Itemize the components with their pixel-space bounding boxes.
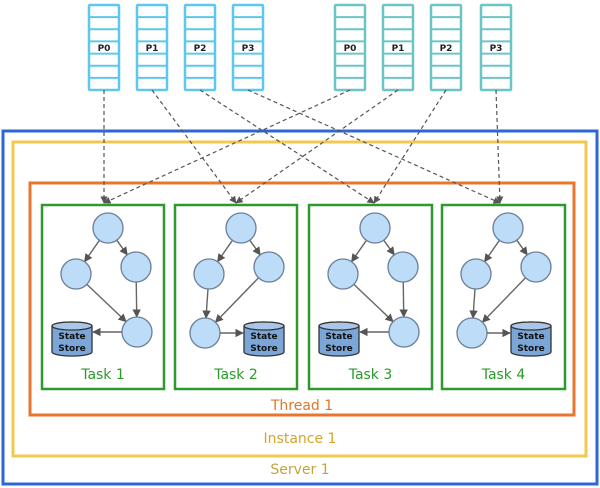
node-left [60, 258, 92, 290]
partition-queue: P1 [135, 3, 169, 92]
partition-label: P2 [440, 44, 453, 54]
topic-2: P0 P1 P2 P3 [333, 3, 513, 92]
partition-to-task-link [235, 89, 399, 204]
partition-to-task-link [103, 89, 351, 204]
store-label-line-1: State [325, 332, 352, 342]
store-label-line-2: Store [250, 344, 278, 354]
store-label-line-2: Store [517, 344, 545, 354]
partition-label: P3 [490, 44, 503, 54]
instance-box [11, 140, 588, 458]
node-bottom [189, 317, 221, 349]
node-right [120, 251, 152, 283]
task-label: Task 2 [213, 367, 258, 383]
thread-box [28, 181, 576, 417]
partition-queue: P2 [429, 3, 463, 92]
thread-label: Thread 1 [270, 398, 333, 414]
node-right [387, 251, 419, 283]
node-right [253, 251, 285, 283]
node-right [520, 251, 552, 283]
partition-queue: P2 [183, 3, 217, 92]
node-bottom [388, 316, 420, 348]
node-bottom [121, 316, 153, 348]
node-bottom [456, 317, 488, 349]
node-top [492, 212, 524, 244]
node-top [359, 212, 391, 244]
store-label-line-1: State [517, 332, 544, 342]
instance-label: Instance 1 [264, 431, 337, 447]
partition-queue: P0 [87, 3, 121, 92]
node-left [460, 258, 492, 290]
partition-to-task-link [151, 89, 237, 204]
node-left [327, 258, 359, 290]
partition-label: P3 [242, 44, 255, 54]
partition-label: P1 [146, 44, 159, 54]
partition-to-task-link [495, 89, 504, 204]
task-box [40, 203, 166, 391]
partition-queue: P3 [479, 3, 513, 92]
task-label: Task 1 [80, 367, 125, 383]
node-top [92, 212, 124, 244]
partition-queue: P3 [231, 3, 265, 92]
node-left [193, 258, 225, 290]
partition-label: P0 [98, 44, 111, 54]
partition-queue: P0 [333, 3, 367, 92]
server-box [1, 129, 599, 486]
partition-to-task-link [373, 89, 447, 204]
topic-1: P0 P1 P2 P3 [87, 3, 265, 92]
partition-connections [100, 89, 504, 204]
store-label-line-2: Store [325, 344, 353, 354]
task-label: Task 3 [348, 367, 393, 383]
store-label-line-1: State [58, 332, 85, 342]
partition-label: P2 [194, 44, 207, 54]
store-label-line-2: Store [58, 344, 86, 354]
node-top [225, 212, 257, 244]
partition-label: P0 [344, 44, 357, 54]
partition-label: P1 [392, 44, 405, 54]
task-label: Task 4 [481, 367, 526, 383]
server-label: Server 1 [270, 462, 329, 478]
partition-queue: P1 [381, 3, 415, 92]
store-label-line-1: State [250, 332, 277, 342]
